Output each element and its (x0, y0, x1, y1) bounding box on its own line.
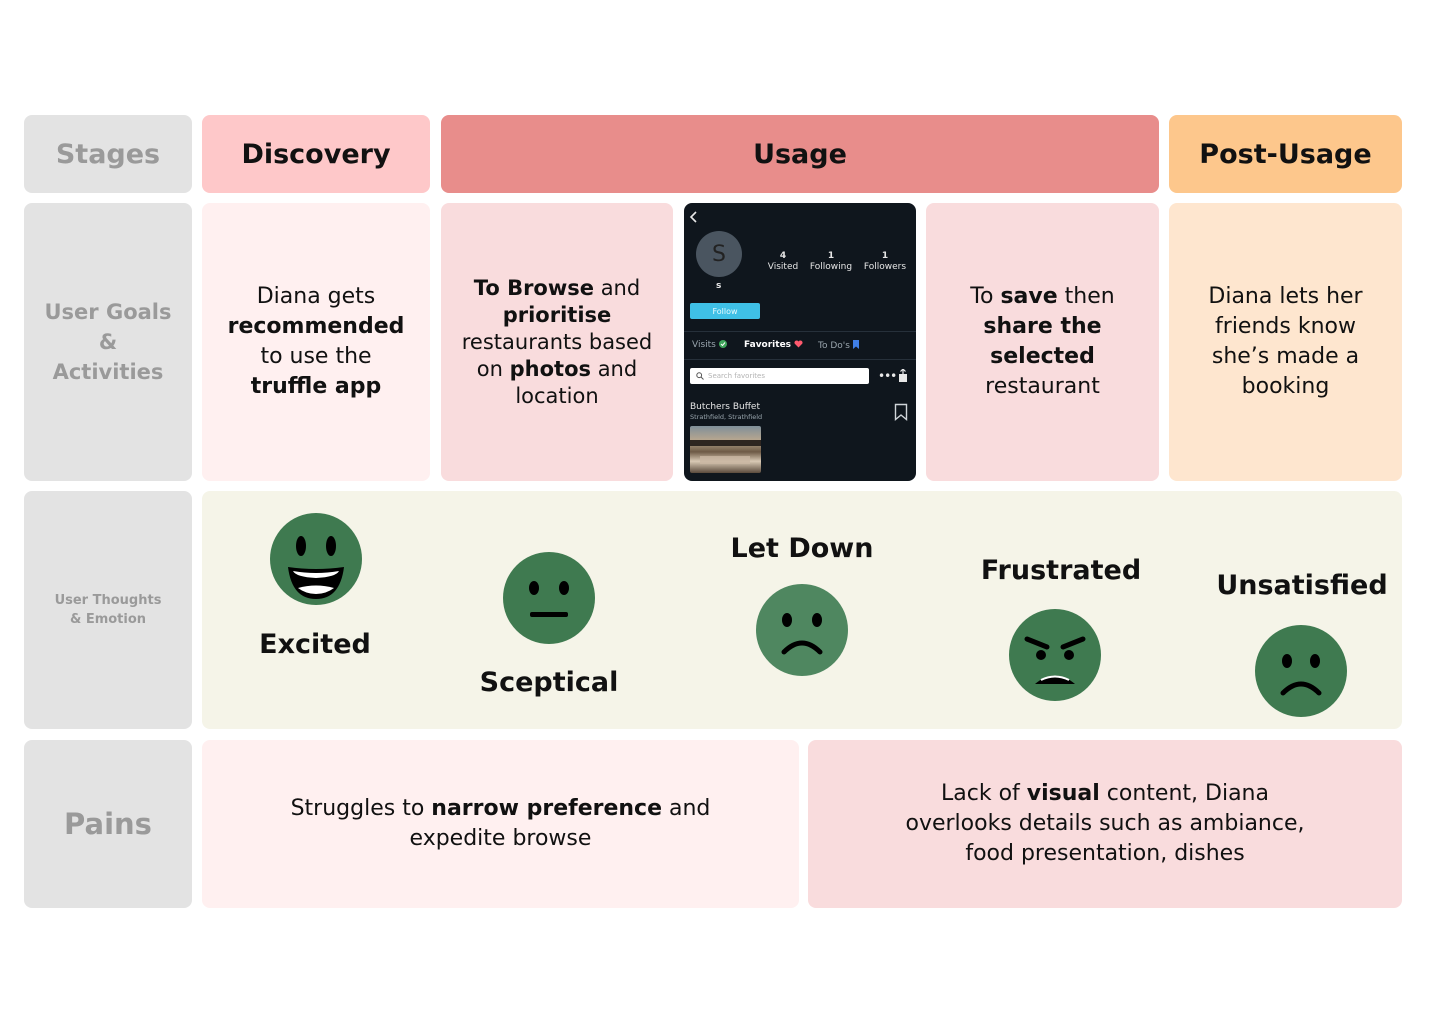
goal-browse-bold-1: To Browse (473, 275, 595, 300)
follow-button[interactable]: Follow (690, 303, 760, 319)
search-icon (696, 372, 704, 380)
avatar-letter: S (712, 241, 726, 267)
pain-right: Lack of visual content, Diana overlooks … (808, 740, 1402, 908)
stage-post-usage-text: Post-Usage (1199, 138, 1372, 170)
goal-browse-bold-3: photos (509, 356, 592, 381)
row-label-pains-text: Pains (64, 807, 152, 841)
more-icon[interactable]: ••• (878, 369, 897, 383)
tab-visits-label: Visits (692, 340, 716, 350)
emotion-label-excited: Excited (259, 629, 371, 660)
goal-browse-text-1: and (594, 275, 641, 300)
pain-left-text: Struggles to narrow preference and exped… (282, 794, 719, 854)
bookmark-small-icon (852, 340, 859, 349)
stage-post-usage: Post-Usage (1169, 115, 1402, 193)
share-icon[interactable] (898, 369, 908, 383)
check-badge-icon (718, 340, 727, 348)
row-label-pains: Pains (24, 740, 192, 908)
row-label-thoughts: User Thoughts & Emotion (24, 491, 192, 729)
pain-right-text-1: Lack of (941, 781, 1027, 806)
grinning-face-icon (270, 513, 362, 605)
divider (684, 331, 916, 332)
goal-browse-text: To Browse and prioritise restaurants bas… (459, 275, 655, 410)
goal-save-text-2: then (1057, 284, 1115, 309)
goal-save-bold-2: share the selected (983, 314, 1102, 369)
bookmark-icon[interactable] (894, 403, 908, 421)
tab-visits[interactable]: Visits (692, 340, 727, 350)
stat-followers-label: Followers (863, 262, 907, 272)
pain-left: Struggles to narrow preference and exped… (202, 740, 799, 908)
goal-post-text: Diana lets her friends know she’s made a… (1208, 284, 1363, 399)
row-label-goals: User Goals & Activities (24, 203, 192, 481)
stat-following-label: Following (809, 262, 853, 272)
stat-visited[interactable]: 4 Visited (766, 251, 800, 273)
heart-icon (794, 340, 803, 348)
stage-discovery: Discovery (202, 115, 430, 193)
stage-discovery-text: Discovery (241, 138, 391, 170)
neutral-face-icon (503, 552, 595, 644)
stage-usage-text: Usage (753, 138, 847, 170)
emotion-label-sceptical: Sceptical (479, 667, 619, 698)
goal-save-share: To save then share the selected restaura… (926, 203, 1159, 481)
row-label-goals-text: User Goals & Activities (44, 300, 172, 384)
goal-save-text-1: To (970, 284, 1001, 309)
divider (684, 359, 916, 360)
pain-right-bold: visual (1026, 781, 1100, 806)
stat-followers[interactable]: 1 Followers (862, 251, 908, 273)
row-label-thoughts-text: User Thoughts & Emotion (54, 593, 162, 627)
goal-browse-text-2: restaurants based on (461, 329, 653, 381)
goal-post-usage: Diana lets her friends know she’s made a… (1169, 203, 1402, 481)
goal-discovery-line-4: truffle app (250, 374, 382, 399)
stat-following[interactable]: 1 Following (808, 251, 854, 273)
restaurant-name[interactable]: Butchers Buffet (690, 402, 760, 412)
username: s (716, 281, 722, 291)
search-placeholder: Search favorites (708, 372, 765, 380)
tab-favorites[interactable]: Favorites (744, 340, 803, 350)
emotion-label-unsatisfied: Unsatisfied (1216, 570, 1388, 601)
goal-browse: To Browse and prioritise restaurants bas… (441, 203, 673, 481)
goal-discovery-line-1: Diana gets (256, 284, 376, 309)
goal-discovery-text: Diana gets recommended to use the truffl… (228, 282, 405, 402)
emotion-label-let-down: Let Down (730, 533, 874, 564)
pain-left-text-1: Struggles to (290, 796, 432, 821)
goal-browse-bold-2: prioritise (502, 302, 612, 327)
tab-todos[interactable]: To Do's (818, 340, 859, 351)
stat-following-count: 1 (827, 251, 835, 261)
back-icon (689, 211, 697, 223)
pain-right-text: Lack of visual content, Diana overlooks … (898, 779, 1312, 869)
stat-visited-count: 4 (779, 251, 787, 261)
frowning-face-icon (1255, 625, 1347, 717)
search-input[interactable]: Search favorites (690, 368, 869, 384)
stat-visited-label: Visited (767, 262, 799, 272)
goal-discovery: Diana gets recommended to use the truffl… (202, 203, 430, 481)
stage-usage: Usage (441, 115, 1159, 193)
goal-discovery-line-2: recommended (227, 314, 405, 339)
avatar: S (696, 231, 742, 277)
tab-todos-label: To Do's (818, 341, 850, 351)
app-screenshot: S s 4 Visited 1 Following 1 Followers Fo… (684, 203, 916, 481)
goal-save-bold-1: save (1000, 284, 1058, 309)
pain-right-text-2: content, Diana overlooks details such as… (905, 781, 1305, 866)
stat-followers-count: 1 (881, 251, 889, 261)
restaurant-photo[interactable] (690, 426, 761, 473)
emotion-label-frustrated: Frustrated (980, 555, 1142, 586)
row-label-stages-text: Stages (55, 138, 161, 170)
restaurant-location: Strathfield, Strathfield (690, 413, 763, 421)
pain-left-bold: narrow preference (431, 796, 663, 821)
row-label-stages: Stages (24, 115, 192, 193)
frowning-face-icon (756, 584, 848, 676)
angry-face-icon (1009, 609, 1101, 701)
goal-save-share-text: To save then share the selected restaura… (970, 282, 1114, 402)
goal-save-text-3: restaurant (985, 374, 1100, 399)
tab-favorites-label: Favorites (744, 340, 792, 350)
pain-left-text-2: and expedite browse (409, 796, 711, 851)
goal-browse-text-3: and location (515, 356, 638, 408)
goal-discovery-line-3: to use the (260, 344, 372, 369)
